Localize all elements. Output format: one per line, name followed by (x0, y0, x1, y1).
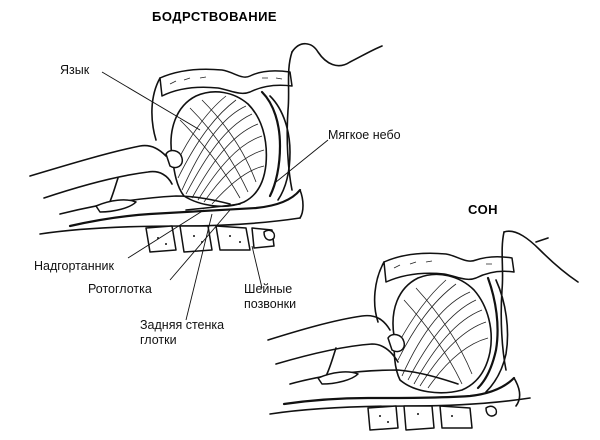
sleep-tongue (392, 273, 493, 394)
awake-epiglottis (165, 149, 184, 169)
leader-soft-palate (275, 139, 329, 183)
awake-cervical-vertebrae (145, 225, 276, 253)
awake-airway (185, 203, 241, 211)
sleep-epiglottis (387, 333, 406, 353)
label-epiglottis: Надгортанник (34, 259, 114, 273)
awake-vertebra (179, 225, 213, 253)
awake-trachea (59, 195, 231, 215)
label-oropharynx: Ротоглотка (88, 282, 152, 296)
label-soft-palate: Мягкое небо (328, 128, 401, 142)
sleep-cervical-vertebrae (367, 405, 498, 431)
sleep-posterior-pharyngeal-wall (282, 376, 516, 406)
label-posterior-wall-line1: Задняя стенка (140, 318, 225, 332)
label-vertebrae-line2: позвонки (244, 297, 297, 311)
sleep-hard-palate (383, 252, 515, 283)
awake-leader-lines (101, 71, 329, 321)
sleep-vertebra (403, 405, 435, 431)
label-vertebrae-line1: Шейные (244, 282, 293, 296)
label-posterior-wall-line2: глотки (140, 333, 177, 347)
sleep-vertebra (439, 405, 473, 429)
sleep-face-profile (503, 230, 579, 283)
awake-face-profile (291, 42, 383, 67)
awake-vertebra (215, 225, 251, 251)
sleep-airway-drawing (267, 230, 579, 431)
title-awake: БОДРСТВОВАНИЕ (152, 9, 278, 24)
leader-posterior-wall (185, 213, 213, 321)
leader-vertebrae (251, 245, 263, 289)
leader-epiglottis (127, 209, 205, 259)
awake-soft-palate (260, 90, 282, 198)
label-tongue: Язык (60, 63, 90, 77)
awake-larynx (95, 199, 137, 213)
sleep-vertebra (367, 405, 399, 431)
awake-posterior-pharyngeal-wall (68, 188, 302, 228)
leader-tongue (101, 71, 201, 131)
sleep-larynx (317, 371, 359, 385)
sleep-jaw (267, 314, 391, 341)
awake-vertebra (145, 225, 177, 253)
awake-tongue (170, 91, 268, 208)
awake-hard-palate (159, 68, 293, 97)
awake-jaw (29, 144, 167, 177)
sleep-soft-palate (476, 276, 499, 390)
title-sleep: СОН (468, 202, 499, 217)
leader-oropharynx (169, 209, 231, 281)
awake-tongue-fibres (175, 95, 265, 205)
